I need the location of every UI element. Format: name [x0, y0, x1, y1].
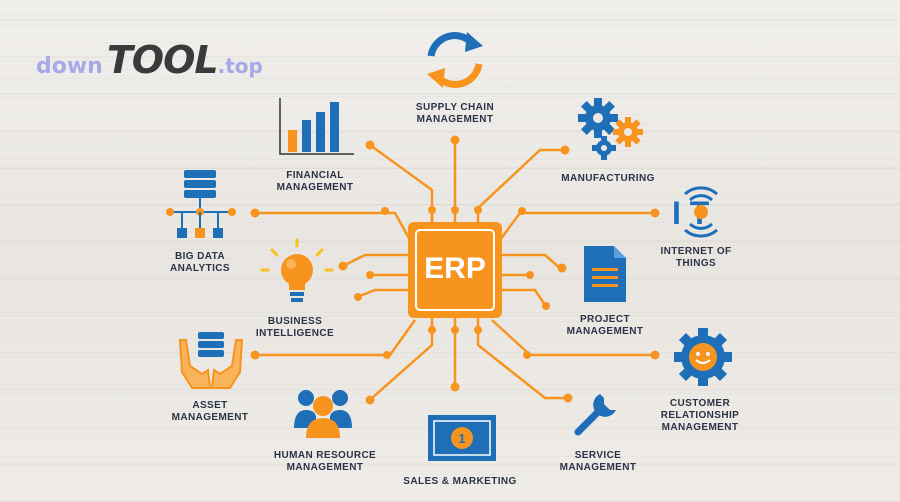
wrench-icon: [574, 394, 616, 436]
banknote-icon: 1: [428, 415, 496, 461]
wire-hr: [371, 318, 434, 399]
iot-icon: I T: [672, 186, 718, 238]
label-service: SERVICE MANAGEMENT: [559, 450, 637, 473]
wire-iot: [498, 211, 655, 241]
erp-chip-label: ERP: [424, 252, 486, 285]
label-asset: ASSET MANAGEMENT: [171, 400, 249, 423]
bar-chart-icon: [279, 98, 354, 155]
sync-arrows-icon: [427, 32, 483, 88]
customer-gear-icon: [674, 328, 732, 386]
wire-manufacturing: [476, 148, 565, 222]
label-crm: CUSTOMER RELATIONSHIP MANAGEMENT: [660, 398, 740, 433]
watermark-logo: down TOOL .top: [36, 38, 263, 82]
label-project: PROJECT MANAGEMENT: [566, 314, 644, 337]
wire-big-data: [255, 211, 412, 241]
label-sales: SALES & MARKETING: [403, 476, 517, 487]
label-supply-chain: SUPPLY CHAIN MANAGEMENT: [415, 102, 495, 125]
banknote-digit: 1: [458, 431, 465, 446]
gears-icon: [578, 98, 643, 160]
lightbulb-icon: [260, 238, 334, 302]
database-network-icon: [166, 170, 236, 238]
label-manufacturing: MANUFACTURING: [561, 173, 655, 184]
label-bi: BUSINESS INTELLIGENCE: [255, 316, 335, 339]
team-people-icon: [294, 390, 352, 438]
hands-stack-icon: [178, 332, 244, 389]
wire-bi: [344, 253, 410, 267]
label-iot: INTERNET OF THINGS: [660, 246, 732, 269]
label-financial: FINANCIAL MANAGEMENT: [276, 170, 354, 193]
label-hr: HUMAN RESOURCE MANAGEMENT: [273, 450, 377, 473]
wire-project: [500, 288, 547, 306]
erp-chip: [408, 222, 502, 318]
document-icon: [584, 246, 626, 302]
label-big-data: BIG DATA ANALYTICS: [170, 251, 230, 274]
